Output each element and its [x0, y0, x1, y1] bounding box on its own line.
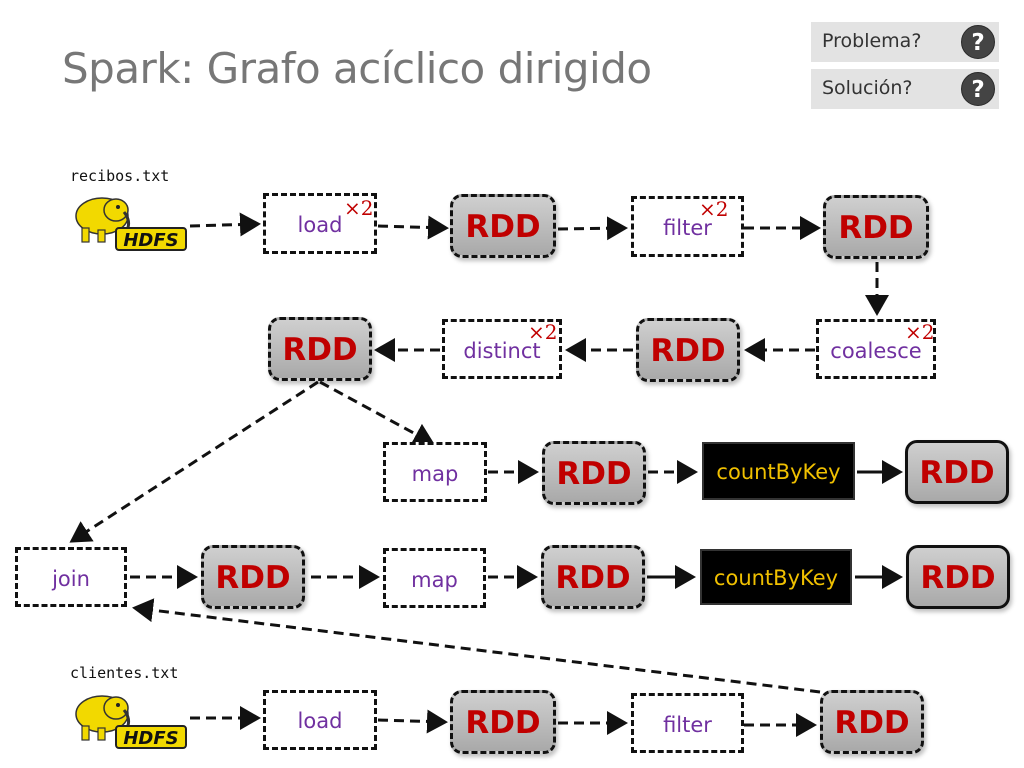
op-label: filter [663, 216, 712, 240]
multiplier-filter: ×2 [699, 197, 729, 221]
multiplier-coalesce: ×2 [905, 320, 935, 344]
op-label: load [297, 709, 343, 733]
file-recibos: recibos.txt [70, 167, 170, 185]
multiplier-distinct: ×2 [528, 320, 558, 344]
op-coalesce: coalesce [816, 319, 936, 379]
problema-box: Problema? ? [811, 22, 999, 62]
rdd-node-11: RDD [820, 690, 924, 754]
op-join: join [15, 547, 127, 607]
rdd-node-9: RDD [906, 545, 1010, 609]
hdfs-logo-text: HDFS [123, 728, 178, 749]
op-label: map [411, 462, 459, 486]
solucion-label: Solución? [822, 77, 913, 99]
op-label: join [52, 567, 90, 591]
op-label: filter [663, 713, 712, 737]
edge-rdd11-join [132, 598, 821, 694]
op-load-recibos: load [263, 193, 377, 254]
question-mark-icon: ? [961, 72, 995, 106]
file-clientes: clientes.txt [70, 664, 179, 682]
edge-rdd1-filter [557, 216, 628, 241]
rdd-node-1: RDD [450, 194, 556, 258]
multiplier-load: ×2 [344, 196, 374, 220]
op-countbykey-1: countByKey [702, 442, 855, 500]
op-load-clientes: load [263, 690, 377, 750]
op-label: coalesce [830, 339, 922, 363]
hdfs-logo-text: HDFS [123, 230, 178, 251]
edge-load-rdd1 [377, 215, 449, 240]
solucion-box: Solución? ? [811, 69, 999, 109]
op-label: distinct [463, 339, 541, 363]
op-countbykey-2: countByKey [700, 549, 852, 605]
edge-rdd4-map1 [319, 380, 435, 445]
edge-hdfs-load [189, 212, 261, 237]
edge-rdd4-join [69, 380, 319, 543]
edge-load2-rdd10 [377, 709, 448, 734]
problema-label: Problema? [822, 30, 922, 52]
rdd-node-8: RDD [541, 545, 645, 609]
rdd-node-3: RDD [636, 318, 740, 382]
op-filter-clientes: filter [631, 693, 744, 753]
slide-title: Spark: Grafo acíclico dirigido [62, 44, 652, 93]
question-mark-icon: ? [961, 25, 995, 59]
op-label: map [411, 568, 458, 592]
op-filter-recibos: filter [631, 196, 744, 257]
hdfs-logo-icon: HDFS [75, 197, 187, 251]
op-label: load [297, 213, 343, 237]
rdd-node-2: RDD [823, 195, 929, 259]
hdfs-logo-icon: HDFS [75, 695, 187, 749]
rdd-node-10: RDD [450, 690, 556, 754]
rdd-node-7: RDD [201, 545, 305, 609]
op-map-1: map [383, 442, 487, 502]
rdd-node-6: RDD [905, 440, 1009, 504]
rdd-node-4: RDD [268, 317, 372, 381]
rdd-node-5: RDD [542, 441, 646, 505]
op-map-2: map [383, 548, 486, 608]
op-distinct: distinct [442, 319, 562, 379]
